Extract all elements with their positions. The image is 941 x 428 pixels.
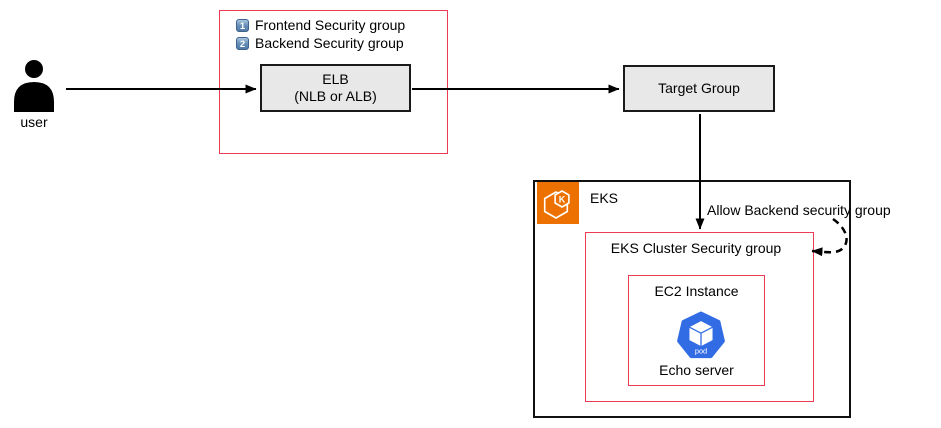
eks-box	[533, 180, 851, 418]
legend-row-frontend: 1 Frontend Security group	[236, 17, 405, 33]
backend-security-group-label: Backend Security group	[255, 35, 404, 51]
eks-cluster-security-group-label: EKS Cluster Security group	[610, 240, 782, 256]
eks-service-icon: K	[537, 182, 579, 224]
elb-node: ELB (NLB or ALB)	[260, 64, 411, 112]
user-icon	[14, 60, 54, 112]
frontend-security-group-label: Frontend Security group	[255, 17, 406, 33]
eks-label: EKS	[590, 190, 619, 206]
elb-node-line2: (NLB or ALB)	[294, 88, 377, 104]
user-label: user	[20, 114, 48, 130]
security-groups-box	[219, 10, 448, 154]
legend-row-backend: 2 Backend Security group	[236, 35, 405, 51]
target-group-label: Target Group	[658, 79, 740, 96]
eks-cluster-security-group-box	[585, 232, 814, 402]
eks-icon-letter: K	[559, 194, 566, 204]
pod-icon-label: pod	[695, 346, 707, 355]
allow-backend-note: Allow Backend security group	[707, 202, 891, 218]
target-group-node: Target Group	[623, 65, 775, 112]
elb-node-line1: ELB	[322, 70, 349, 87]
number-1-badge-icon: 1	[236, 18, 249, 32]
security-group-legend: 1 Frontend Security group 2 Backend Secu…	[236, 17, 405, 51]
ec2-instance-box	[628, 275, 765, 386]
echo-server-label: Echo server	[659, 362, 734, 378]
number-2-badge-icon: 2	[236, 36, 249, 50]
kubernetes-pod-icon: pod	[677, 311, 725, 359]
ec2-instance-label: EC2 Instance	[654, 283, 739, 299]
